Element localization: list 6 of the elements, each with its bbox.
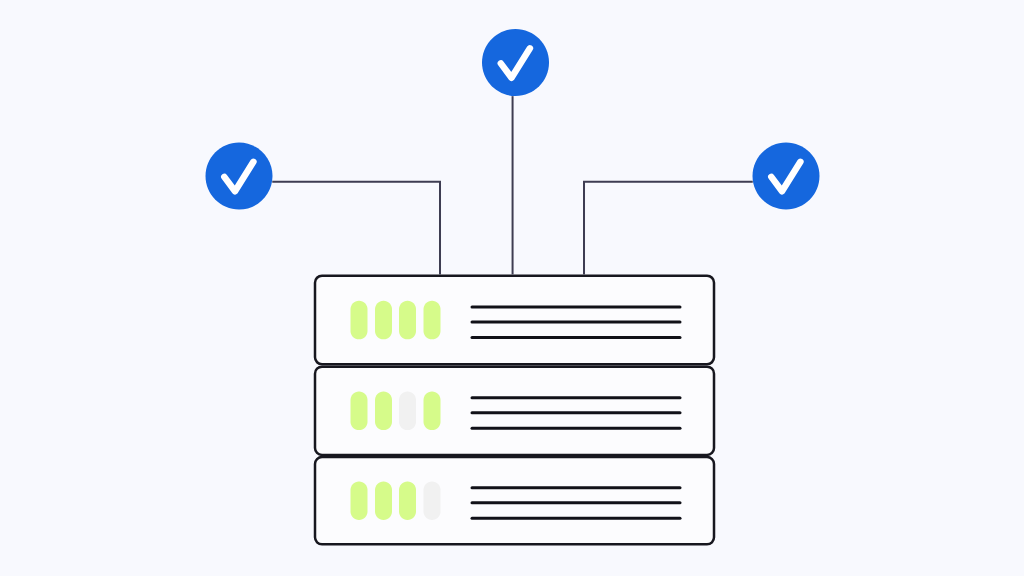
check-icon <box>205 142 273 210</box>
check-icon <box>482 29 549 96</box>
connector-line <box>583 180 754 276</box>
check-icon <box>752 142 820 210</box>
connector-line <box>511 95 514 276</box>
connector-line <box>271 180 441 276</box>
